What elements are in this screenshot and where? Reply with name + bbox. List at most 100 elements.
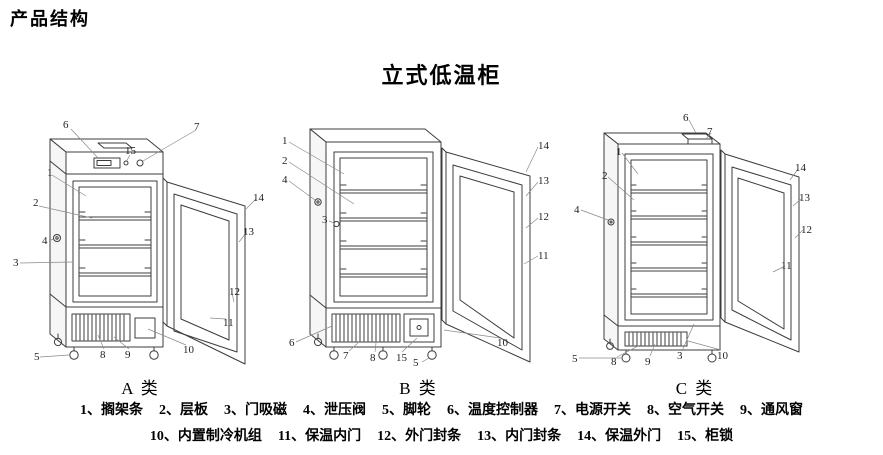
callout-number-1: 1 (282, 135, 288, 147)
door-edge (720, 149, 726, 323)
legend-item-1: 1、搁架条 (80, 403, 143, 418)
caster (329, 350, 339, 360)
page-title: 立式低温柜 (381, 63, 502, 88)
power-switch (136, 159, 144, 167)
legend-item-12: 12、外门封条 (377, 429, 462, 444)
interior-cavity (630, 159, 708, 315)
callout-number-7: 7 (343, 350, 349, 362)
cabinet-drawing-type-c (579, 119, 804, 363)
caster (149, 350, 159, 360)
callout-number-5: 5 (413, 357, 419, 369)
caster (606, 342, 614, 350)
grille-slats (628, 332, 682, 346)
callout-number-8: 8 (611, 356, 617, 368)
callout-number-8: 8 (100, 349, 106, 361)
caster (707, 353, 717, 363)
controller-front (687, 138, 713, 145)
pressure-relief-valve (53, 234, 61, 242)
legend-item-9: 9、通风窗 (740, 403, 803, 418)
door-edge (162, 177, 168, 327)
outer-door-seal (173, 193, 238, 353)
interior-cavity (339, 157, 428, 297)
callout-number-1: 1 (616, 146, 622, 158)
callout-number-13: 13 (243, 226, 254, 238)
door-opening-frame (333, 151, 434, 303)
legend-item-15: 15、柜锁 (677, 429, 734, 444)
temperature-controller (93, 157, 121, 169)
callout-number-11: 11 (223, 317, 234, 329)
cabinet-left-side (603, 132, 619, 351)
pressure-relief-valve (607, 218, 615, 226)
callout-number-2: 2 (33, 197, 39, 209)
callout-number-11: 11 (538, 250, 549, 262)
callout-number-13: 13 (538, 175, 549, 187)
callout-number-11: 11 (781, 260, 792, 272)
callout-number-3: 3 (322, 214, 328, 226)
caster (313, 337, 323, 347)
grille-slats (75, 314, 125, 341)
shelves (630, 189, 708, 298)
callout-number-9: 9 (125, 349, 131, 361)
callout-number-12: 12 (538, 211, 549, 223)
callout-number-4: 4 (574, 204, 580, 216)
door-opening-frame (72, 180, 158, 303)
callout-number-14: 14 (795, 162, 806, 174)
legend-item-2: 2、层板 (159, 403, 208, 418)
valve-center (316, 200, 320, 204)
inner-door-seal (737, 177, 785, 330)
legend-item-10: 10、内置制冷机组 (149, 429, 262, 444)
caster-stems (317, 333, 433, 352)
callout-number-15: 15 (396, 352, 407, 364)
cabinet-left-side (309, 128, 327, 348)
legend-item-4: 4、泄压阀 (303, 403, 366, 418)
pressure-relief-valve (314, 198, 322, 206)
callout-number-7: 7 (707, 126, 713, 138)
panel-lock (416, 325, 422, 330)
section-heading: 产品结构 (10, 9, 90, 29)
caster (53, 337, 63, 347)
leader-lines (579, 119, 804, 359)
machine-compartment-divider (603, 314, 721, 327)
cabinet-front-face (617, 143, 721, 351)
callout-number-10: 10 (183, 344, 194, 356)
callout-number-3: 3 (13, 257, 19, 269)
cabinet-lock (123, 160, 129, 166)
inner-door-seal (459, 175, 515, 339)
outer-door-seal (452, 164, 523, 351)
shelves (78, 216, 152, 277)
callout-number-12: 12 (229, 286, 240, 298)
compartment-panel (134, 317, 156, 339)
door-opening-frame (624, 153, 714, 321)
legend-item-7: 7、电源开关 (554, 403, 631, 418)
insulated-outer-door (724, 153, 800, 353)
callout-number-4: 4 (42, 235, 48, 247)
legend-item-13: 13、内门封条 (477, 429, 562, 444)
controller-display (96, 160, 112, 166)
diagram-label-c: C 类 (675, 379, 715, 398)
callout-number-13: 13 (799, 192, 810, 204)
callout-number-4: 4 (282, 174, 288, 186)
callout-number-12: 12 (801, 224, 812, 236)
callout-number-15: 15 (125, 145, 136, 157)
callout-number-14: 14 (538, 140, 549, 152)
diagram-label-b: B 类 (399, 379, 438, 398)
inner-door-seal (180, 204, 230, 341)
vent-grille (71, 313, 131, 342)
callout-number-5: 5 (34, 351, 40, 363)
callout-number-5: 5 (572, 353, 578, 365)
door-edge (441, 147, 447, 325)
vent-grille (331, 313, 401, 343)
legend-item-11: 11、保温内门 (277, 429, 362, 444)
legend-item-6: 6、温度控制器 (447, 403, 538, 418)
diagram-label-a: A 类 (121, 379, 160, 398)
caster (378, 350, 388, 360)
callout-number-14: 14 (253, 192, 264, 204)
callout-number-6: 6 (63, 119, 69, 131)
callout-number-7: 7 (194, 121, 200, 133)
callout-number-6: 6 (289, 337, 295, 349)
